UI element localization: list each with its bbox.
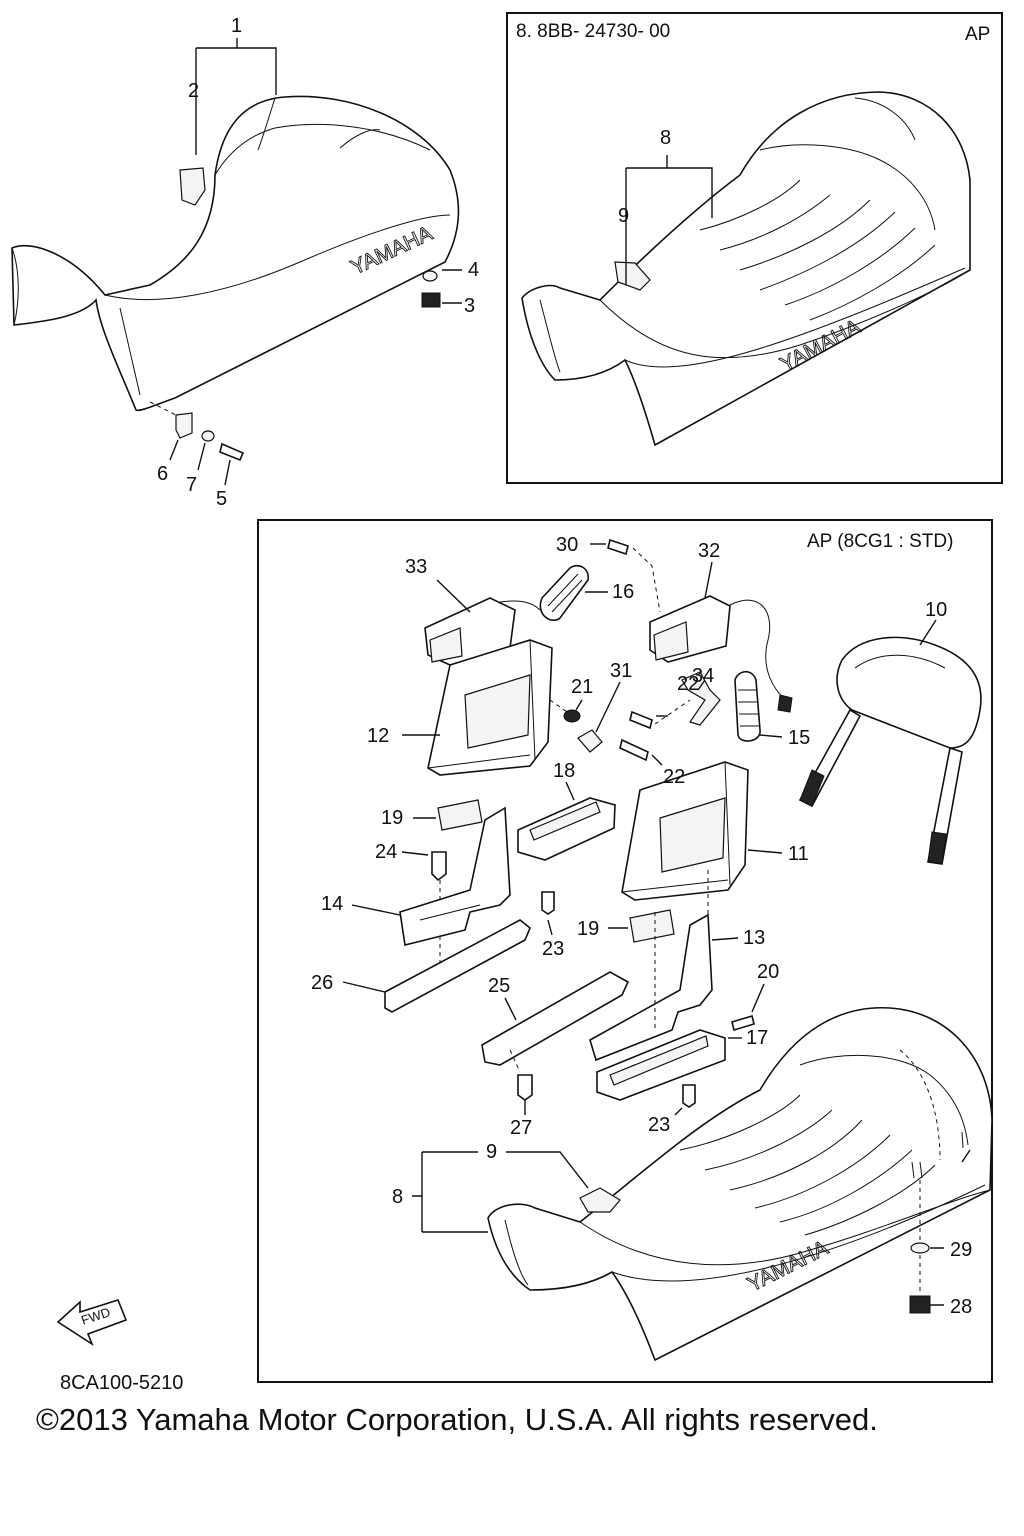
callout-10: 10 [925,599,947,621]
callout-34: 34 [692,665,714,687]
callout-32: 32 [698,540,720,562]
callout-6: 6 [157,463,168,485]
bolt-part-20 [731,1014,755,1032]
washer-part-7 [201,430,215,442]
damper-part-29 [910,1242,930,1254]
damper-part-3 [421,292,441,308]
bolt-part-23b [682,1084,696,1108]
lower-inset-tag: AP (8CG1 : STD) [807,531,953,552]
bolt-part-23a [541,891,555,915]
callout-8-lower: 8 [392,1186,403,1208]
stay-part-34 [681,671,721,726]
callout-8-upper: 8 [660,127,671,149]
callout-2: 2 [188,80,199,102]
bolt-part-22b [619,738,649,762]
callout-22b: 22 [663,766,685,788]
bolt-part-22a [629,710,653,730]
bolt-part-5 [219,442,245,462]
stay-part-25 [481,971,630,1066]
seat-assy-dual-upper [521,91,971,447]
plate-part-19a [437,799,483,831]
clamp-part-31 [577,729,603,753]
callout-15: 15 [788,727,810,749]
callout-25: 25 [488,975,510,997]
callout-24: 24 [375,841,397,863]
callout-19a: 19 [381,807,403,829]
callout-19b: 19 [577,918,599,940]
callout-26: 26 [311,972,333,994]
callout-4: 4 [468,259,479,281]
fwd-arrow-icon: FWD [56,1299,128,1347]
callout-21: 21 [571,676,593,698]
callout-11: 11 [788,843,809,865]
bracket-part-12 [427,639,553,776]
damper-part-28 [909,1295,931,1314]
callout-3: 3 [464,295,475,317]
bracket-part-11 [621,761,749,901]
callout-16: 16 [612,581,634,603]
callout-30: 30 [556,534,578,556]
callout-31: 31 [610,660,632,682]
callout-5: 5 [216,488,227,510]
backrest-part-10 [798,636,982,865]
upper-inset-tag: AP [965,24,990,45]
seat-assy-standard [11,95,460,412]
grip-part-15 [734,670,761,742]
callout-17: 17 [746,1027,768,1049]
callout-23a: 23 [542,938,564,960]
callout-29: 29 [950,1239,972,1261]
grip-part-16 [539,564,589,622]
bolt-part-24 [431,851,447,882]
callout-23b: 23 [648,1114,670,1136]
plate-part-19b [629,909,675,943]
copyright-notice: ©2013 Yamaha Motor Corporation, U.S.A. A… [36,1402,878,1437]
callout-22a: 22 [677,673,699,695]
callout-9-lower: 9 [486,1141,497,1163]
cover-part-17 [596,1029,726,1101]
callout-1: 1 [231,15,242,37]
bracket-part-13 [589,913,713,1062]
nut-part-21 [563,709,581,723]
upper-inset-frame [506,12,1003,484]
callout-28: 28 [950,1296,972,1318]
callout-12: 12 [367,725,389,747]
callout-9-upper: 9 [618,205,629,227]
callout-14: 14 [321,893,343,915]
callout-27: 27 [510,1117,532,1139]
lower-inset-frame [257,519,993,1383]
callout-20: 20 [757,961,779,983]
cover-part-18 [517,797,616,861]
callout-33: 33 [405,556,427,578]
callout-13: 13 [743,927,765,949]
light-part-32 [649,595,793,713]
upper-inset-code: 8. 8BB- 24730- 00 [516,21,670,42]
diagram-code: 8CA100-5210 [60,1372,184,1394]
damper-part-4 [422,270,438,282]
stay-part-6 [175,412,193,439]
bracket-part-14 [399,806,511,946]
screw-part-30 [607,538,629,556]
stay-part-26 [384,919,531,1013]
seat-assy-dual-lower [487,1006,993,1362]
callout-7: 7 [186,474,197,496]
bolt-part-27 [517,1074,533,1101]
callout-18: 18 [553,760,575,782]
